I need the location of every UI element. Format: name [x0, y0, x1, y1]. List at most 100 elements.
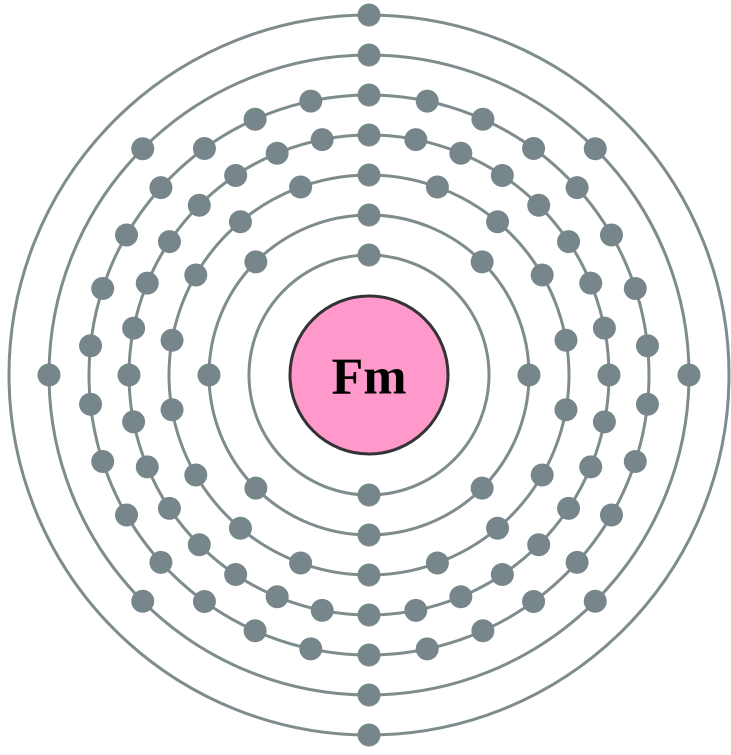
electron: [471, 107, 495, 131]
electron: [157, 496, 181, 520]
electron: [557, 230, 581, 254]
electron: [357, 243, 381, 267]
electron: [415, 89, 439, 113]
electron: [184, 463, 208, 487]
electron: [415, 637, 439, 661]
electron: [79, 334, 103, 358]
electron: [530, 263, 554, 287]
electron: [299, 89, 323, 113]
electron: [187, 193, 211, 217]
electron: [592, 410, 616, 434]
electron: [554, 328, 578, 352]
electron: [517, 363, 541, 387]
electron: [135, 271, 159, 295]
electron: [565, 550, 589, 574]
electron: [471, 619, 495, 643]
electron: [117, 363, 141, 387]
electron: [228, 516, 252, 540]
electron: [289, 551, 313, 575]
electron: [357, 563, 381, 587]
electron: [677, 363, 701, 387]
electron: [357, 3, 381, 27]
electron: [149, 176, 173, 200]
electron: [599, 223, 623, 247]
electron: [583, 589, 607, 613]
electron: [131, 589, 155, 613]
electron: [579, 271, 603, 295]
electron: [122, 410, 146, 434]
electron: [357, 483, 381, 507]
electron: [122, 316, 146, 340]
electron: [565, 176, 589, 200]
electron: [244, 250, 268, 274]
electron: [157, 230, 181, 254]
electron: [357, 603, 381, 627]
electron: [131, 137, 155, 161]
electron: [243, 107, 267, 131]
electron: [486, 516, 510, 540]
electron: [224, 563, 248, 587]
electron: [357, 43, 381, 67]
electron: [91, 276, 115, 300]
electron: [37, 363, 61, 387]
electron: [149, 550, 173, 574]
nucleus-circle: [288, 294, 450, 456]
nucleus: Fm: [288, 294, 450, 456]
electron: [357, 203, 381, 227]
electron: [228, 210, 252, 234]
electron: [579, 455, 603, 479]
electron: [310, 598, 334, 622]
electron: [115, 223, 139, 247]
electron: [289, 175, 313, 199]
electron: [527, 193, 551, 217]
electron: [160, 328, 184, 352]
electrons: [37, 3, 701, 747]
electron: [486, 210, 510, 234]
electron: [160, 398, 184, 422]
electron: [357, 163, 381, 187]
electron: [404, 598, 428, 622]
electron: [197, 363, 221, 387]
electron: [449, 141, 473, 165]
electron: [244, 476, 268, 500]
electron: [522, 136, 546, 160]
electron: [357, 123, 381, 147]
electron: [490, 163, 514, 187]
electron: [357, 723, 381, 747]
electron: [265, 141, 289, 165]
electron: [192, 136, 216, 160]
electron: [79, 392, 103, 416]
electron: [623, 276, 647, 300]
electron: [623, 450, 647, 474]
electron: [597, 363, 621, 387]
electron: [310, 128, 334, 152]
electron: [187, 533, 211, 557]
electron: [583, 137, 607, 161]
electron: [449, 585, 473, 609]
electron: [243, 619, 267, 643]
electron: [635, 392, 659, 416]
electron: [357, 643, 381, 667]
electron: [184, 263, 208, 287]
electron: [530, 463, 554, 487]
electron: [470, 250, 494, 274]
electron: [557, 496, 581, 520]
electron: [592, 316, 616, 340]
electron: [522, 590, 546, 614]
electron: [115, 503, 139, 527]
electron: [91, 450, 115, 474]
electron: [357, 683, 381, 707]
electron: [357, 83, 381, 107]
electron: [554, 398, 578, 422]
electron: [265, 585, 289, 609]
electron: [490, 563, 514, 587]
electron: [357, 523, 381, 547]
electron: [635, 334, 659, 358]
element-symbol: Fm: [331, 349, 406, 406]
electron: [224, 163, 248, 187]
electron: [599, 503, 623, 527]
electron: [425, 175, 449, 199]
electron: [470, 476, 494, 500]
electron: [192, 590, 216, 614]
